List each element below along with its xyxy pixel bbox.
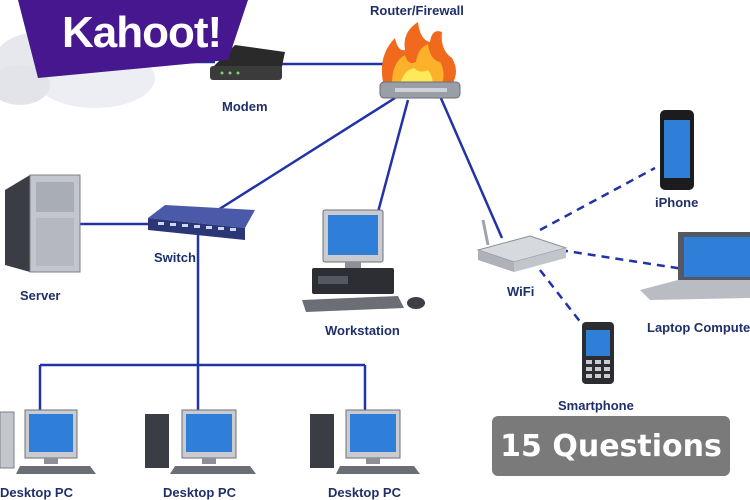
wifi-router-icon: [476, 219, 568, 272]
iphone-icon: [660, 110, 694, 190]
kahoot-banner: [18, 0, 248, 78]
workstation-icon: [302, 209, 425, 312]
label-smartphone: Smartphone: [558, 398, 634, 413]
desktop-pc-icon-1: [0, 409, 96, 474]
server-icon: [5, 174, 81, 273]
label-workstation: Workstation: [325, 323, 400, 338]
laptop-icon: [640, 232, 750, 300]
label-laptop: Laptop Computer: [647, 320, 750, 335]
question-count-badge: 15 Questions: [492, 416, 730, 476]
label-wifi: WiFi: [507, 284, 535, 299]
desktop-pc-icon-2: [145, 409, 256, 474]
label-desktop-1: Desktop PC: [0, 485, 73, 500]
label-desktop-2: Desktop PC: [163, 485, 236, 500]
label-server: Server: [20, 288, 61, 303]
label-desktop-3: Desktop PC: [328, 485, 401, 500]
label-iphone: iPhone: [655, 195, 699, 210]
switch-icon: [148, 205, 255, 240]
label-switch: Switch: [154, 250, 196, 265]
question-count-text: 15 Questions: [500, 428, 722, 464]
wired-links: [38, 60, 504, 420]
kahoot-logo: Kahoot!: [62, 8, 222, 57]
router-firewall-icon: [379, 22, 461, 99]
desktop-pc-icon-3: [310, 409, 420, 474]
label-router: Router/Firewall: [370, 3, 464, 18]
smartphone-icon: [582, 322, 614, 384]
wireless-links: [539, 166, 691, 329]
label-modem: Modem: [222, 99, 268, 114]
